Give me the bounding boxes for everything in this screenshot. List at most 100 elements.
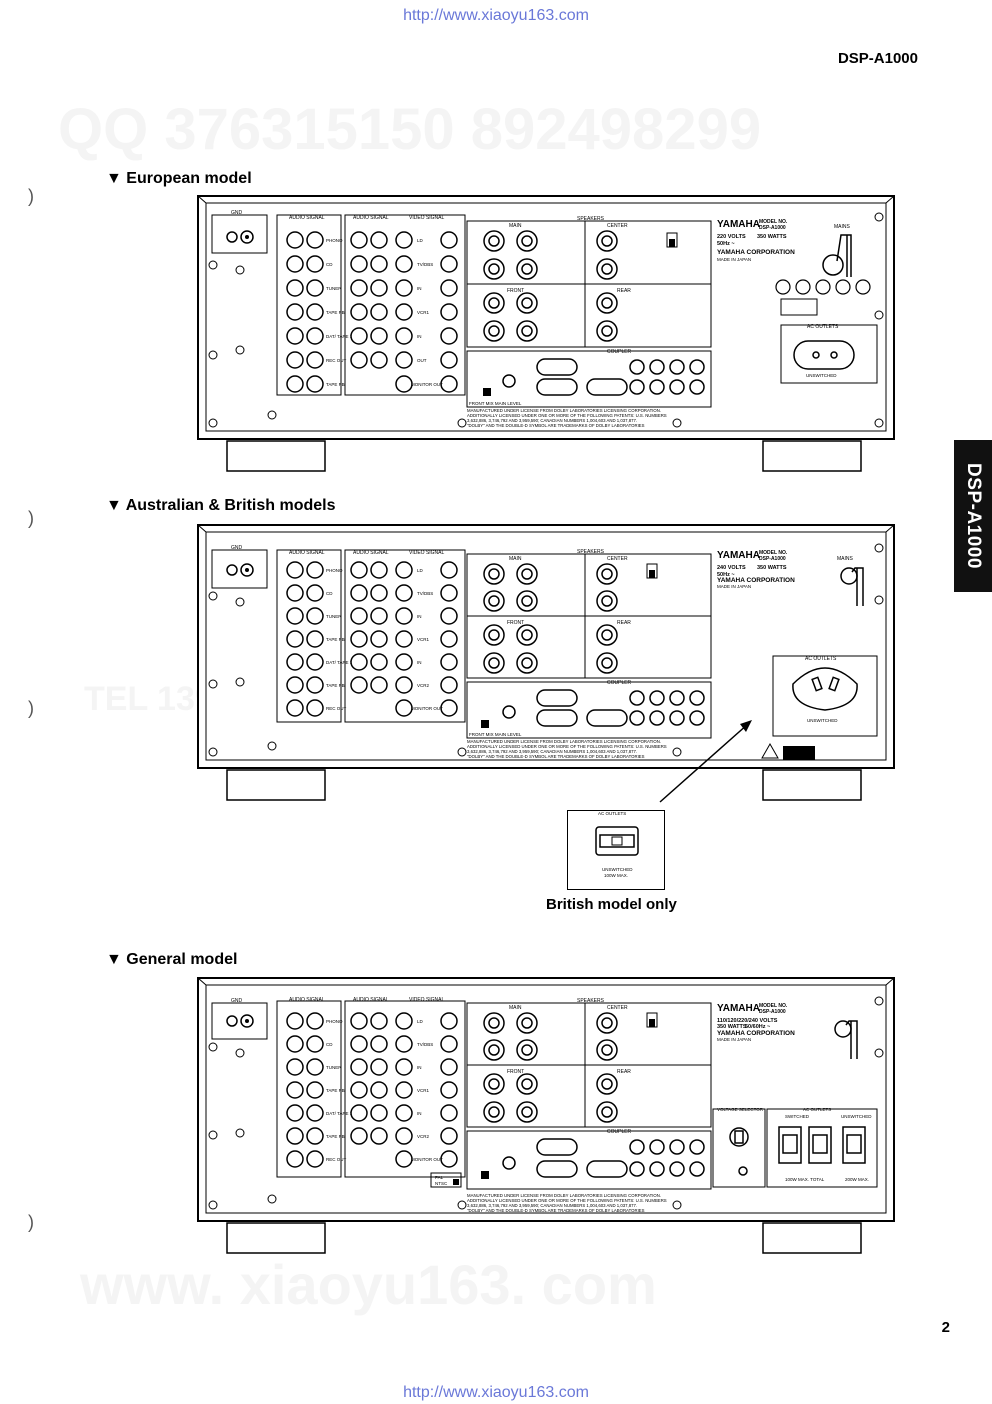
audio-signal-label: AUDIO SIGNAL [353,997,389,1003]
model-no-label: MODEL NO. [759,219,788,225]
video-input-label: IN [417,1065,422,1070]
made-in-label: MADE IN JAPAN [717,1037,751,1042]
video-input-label: TV/DBS [417,1042,433,1047]
margin-mark: ) [28,698,34,718]
watermark-site: www. xiaoyu163. com [80,1253,657,1316]
license-text: "DOLBY" AND THE DOUBLE-D SYMBOL ARE TRAD… [467,754,645,759]
license-text: ADDITIONALLY LICENSED UNDER ONE OR MORE … [467,1198,667,1203]
gnd-label: GND [231,545,243,551]
gnd-label: GND [231,998,243,1004]
inset-sub2: 100W MAX. [604,873,628,878]
video-input-label: MONITOR OUT [411,1157,443,1162]
video-input-label: LD [417,1019,424,1024]
license-text: 3,632,886, 3,746,792 AND 3,959,590; CANA… [467,1203,637,1208]
rating-label: 110/120/220/240 VOLTS [717,1018,778,1024]
coupler-label: COUPLER [607,680,632,686]
video-input-label: IN [417,660,422,665]
license-text: MANUFACTURED UNDER LICENSE FROM DOLBY LA… [467,1193,661,1198]
coupler-label: COUPLER [607,1129,632,1135]
model-label: DSP-A1000 [759,556,786,562]
video-signal-label: VIDEO SIGNAL [409,997,445,1003]
input-label: CD [326,1042,333,1047]
license-text: ADDITIONALLY LICENSED UNDER ONE OR MORE … [467,413,667,418]
margin-mark: ) [28,186,34,206]
input-label: TAPE PB [326,382,345,387]
video-signal-label: VIDEO SIGNAL [409,550,445,556]
brand-label: YAMAHA [717,550,760,561]
header-url[interactable]: http://www.xiaoyu163.com [403,7,589,24]
rating-label: 350 WATTS [757,234,787,240]
rating-label: 50/60Hz ~ [745,1024,770,1030]
rating-label: 240 VOLTS [717,565,746,571]
pal-label: PAL [435,1175,444,1180]
max200-label: 200W MAX. [845,1177,869,1182]
input-label: PHONO [326,568,343,573]
video-input-label: TV/DBS [417,591,433,596]
input-label: TUNER [326,1065,342,1070]
video-input-label: MONITOR OUT [411,382,443,387]
watermark-qq: QQ 376315150 892498299 [58,97,762,162]
made-in-label: MADE IN JAPAN [717,257,751,262]
license-text: MANUFACTURED UNDER LICENSE FROM DOLBY LA… [467,408,661,413]
center-label: CENTER [607,556,628,562]
license-text: ADDITIONALLY LICENSED UNDER ONE OR MORE … [467,744,667,749]
input-label: CD [326,591,333,596]
corporation-label: YAMAHA CORPORATION [717,249,795,256]
unswitched-label: UNSWITCHED [807,718,838,723]
side-tab-label: DSP-A1000 [963,463,985,569]
input-label: TUNER [326,286,342,291]
license-text: "DOLBY" AND THE DOUBLE-D SYMBOL ARE TRAD… [467,423,645,428]
video-input-label: MONITOR OUT [411,706,443,711]
margin-mark: ) [28,1212,34,1232]
ntsc-label: NTSC [435,1181,448,1186]
video-input-label: IN [417,334,422,339]
footer-url[interactable]: http://www.xiaoyu163.com [403,1384,589,1401]
inset-sub1: UNSWITCHED [602,867,633,872]
inset-label: AC OUTLETS [598,811,626,816]
audio-signal-label: AUDIO SIGNAL [353,215,389,221]
input-label: TAPE PB [326,683,345,688]
brand-label: YAMAHA [717,1003,760,1014]
model-header: DSP-A1000 [837,50,918,67]
switched-label: SWITCHED [785,1114,810,1119]
ac-outlets-label: AC OUTLETS [805,656,837,662]
corporation-label: YAMAHA CORPORATION [717,1030,795,1037]
british-caption: British model only [546,896,677,913]
speakers-label: SPEAKERS [577,998,605,1004]
video-input-label: TV/DBS [417,262,433,267]
rear-label: REAR [617,1069,631,1075]
rear-label: REAR [617,620,631,626]
rating-label: 50Hz ~ [717,572,735,578]
input-label: TAPE PB [326,310,345,315]
video-input-label: IN [417,614,422,619]
british-inset-arrow [659,720,752,803]
voltage-selector-label: VOLTAGE SELECTOR [717,1107,764,1112]
speakers-label: SPEAKERS [577,549,605,555]
front-mix-label: FRONT MIX MAIN LEVEL [469,732,522,737]
brand-label: YAMAHA [717,219,760,230]
input-label: CD [326,262,333,267]
rating-label: 220 VOLTS [717,234,746,240]
corporation-label: YAMAHA CORPORATION [717,577,795,584]
ac-outlets-label: AC OUTLETS [803,1107,831,1112]
video-input-label: VCR2 [417,1134,430,1139]
input-label: TAPE PB [326,637,345,642]
input-label: PHONO [326,1019,343,1024]
center-label: CENTER [607,223,628,229]
video-input-label: OUT [417,358,427,363]
input-label: DAT/ TAPE 1 [326,660,353,665]
margin-mark: ) [28,508,34,528]
front-label: FRONT [507,288,524,294]
main-label: MAIN [509,1005,522,1011]
british-outlet-inset: AC OUTLETS UNSWITCHED 100W MAX. [567,810,665,890]
side-tab: DSP-A1000 [954,440,992,592]
section-title-general: ▼ General model [106,951,238,968]
video-input-label: IN [417,1111,422,1116]
mains-label: MAINS [834,224,851,230]
license-text: 3,632,886, 3,746,792 AND 3,959,590; CANA… [467,749,637,754]
